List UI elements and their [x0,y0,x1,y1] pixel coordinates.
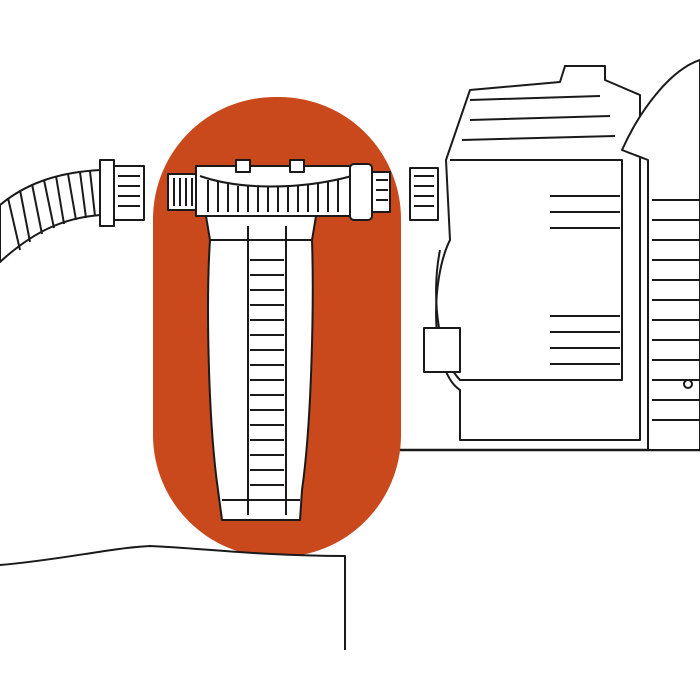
water-filter-icon [167,159,391,521]
hose-icon [0,159,145,263]
tank-icon [0,545,346,650]
pump-icon [400,59,700,452]
